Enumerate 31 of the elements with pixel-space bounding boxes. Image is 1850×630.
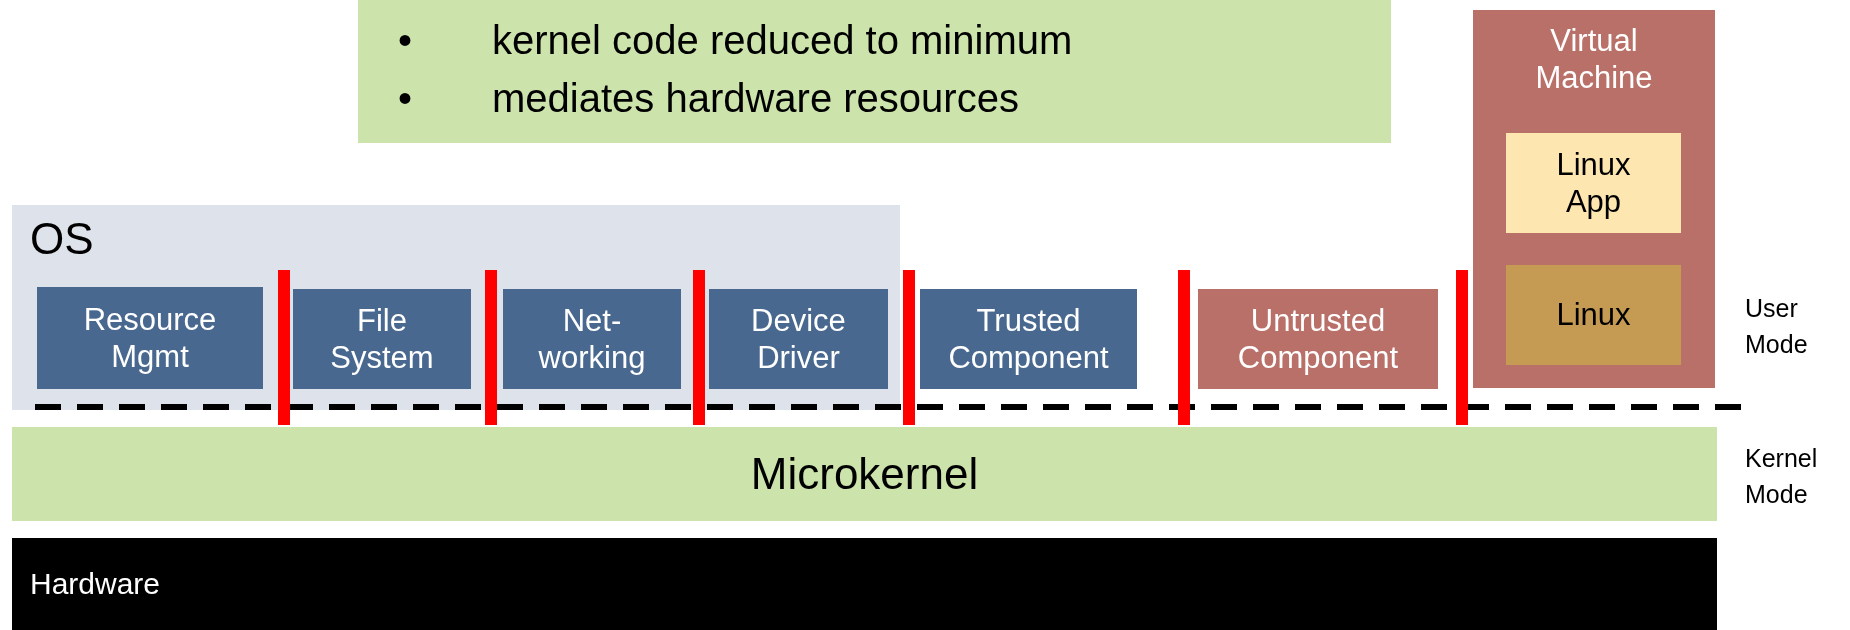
node-label: Linux	[1556, 296, 1631, 334]
app-box	[1506, 133, 1681, 233]
component-box	[1198, 289, 1438, 389]
component-box	[293, 289, 471, 389]
node-label: OS	[30, 213, 94, 265]
component-box	[503, 289, 681, 389]
node-label: Virtual Machine	[1534, 22, 1654, 97]
bullet-marker: •	[398, 17, 413, 64]
mode-label: User Mode	[1745, 293, 1809, 361]
bullet-text: kernel code reduced to minimum	[492, 17, 1074, 64]
guest-os-box	[1506, 265, 1681, 365]
node-label: File System	[329, 301, 435, 377]
hardware-bar	[12, 538, 1717, 630]
component-box	[37, 287, 263, 389]
bullet-text: mediates hardware resources	[492, 75, 1020, 122]
microkernel-bar	[12, 427, 1717, 521]
node-label: Net- working	[537, 301, 647, 377]
note-box	[358, 0, 1391, 143]
mode-label: Kernel Mode	[1745, 443, 1819, 511]
node-label: Untrusted Component	[1236, 301, 1400, 377]
os-region	[12, 205, 900, 410]
node-label: Trusted Component	[948, 301, 1109, 377]
component-box	[920, 289, 1137, 389]
bullet-marker: •	[398, 75, 413, 122]
node-label: Resource Mgmt	[82, 300, 218, 376]
node-label: Linux App	[1555, 145, 1632, 221]
node-label: Microkernel	[750, 447, 979, 500]
node-label: Device Driver	[750, 301, 847, 377]
component-box	[709, 289, 888, 389]
node-label: Hardware	[30, 566, 162, 602]
virtual-machine-box	[1473, 10, 1715, 388]
